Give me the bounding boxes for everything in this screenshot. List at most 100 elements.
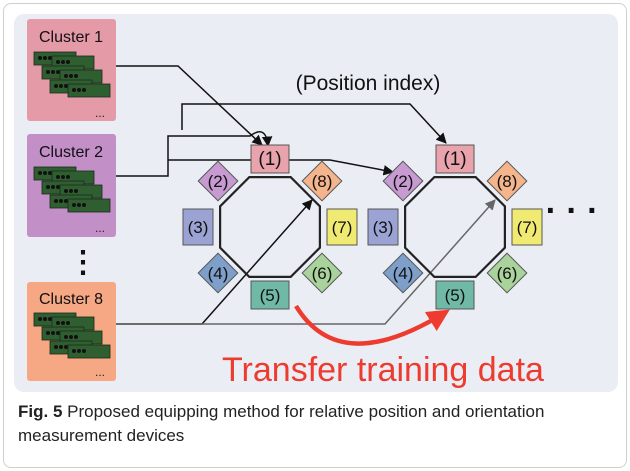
board-component-icon [38, 317, 42, 321]
position-marker-7 [511, 208, 543, 246]
position-label-4: (4) [208, 264, 229, 283]
arrow-cluster1-to-ring-a [116, 65, 263, 146]
ring-a: (1)(2)(3)(4)(5)(6)(7)(8) [182, 144, 358, 310]
octagon-ring [404, 176, 506, 278]
board-component-icon [69, 74, 73, 78]
board-component-icon [61, 60, 65, 64]
cluster-gap-dots: ⋮ [68, 246, 98, 279]
board-component-icon [48, 56, 52, 60]
cluster-8-more: ... [95, 365, 105, 379]
board-component-icon [48, 171, 52, 175]
board-component-icon [64, 189, 68, 193]
position-label-7: (7) [517, 218, 538, 237]
board-component-icon [43, 171, 47, 175]
cluster-8-box: Cluster 8 ... [27, 282, 116, 381]
position-marker-2 [382, 160, 424, 202]
position-label-8: (8) [312, 172, 333, 191]
cluster-arrows [116, 65, 447, 325]
position-label-7: (7) [332, 218, 353, 237]
position-marker-1 [250, 144, 290, 174]
board-component-icon [72, 349, 76, 353]
circuit-board-icon [67, 344, 111, 359]
arrow-cluster8-to-ring-b [116, 199, 496, 325]
board-component-icon [72, 88, 76, 92]
board-component-icon [56, 60, 60, 64]
position-marker-8 [486, 160, 528, 202]
board-component-icon [56, 321, 60, 325]
board-component-icon [56, 70, 60, 74]
board-component-icon [56, 175, 60, 179]
board-component-icon [43, 317, 47, 321]
board-component-icon [64, 84, 68, 88]
board-component-icon [46, 185, 50, 189]
position-label-3: (3) [373, 218, 394, 237]
board-component-icon [82, 349, 86, 353]
board-component-icon [54, 84, 58, 88]
cluster-2-more: ... [95, 221, 105, 235]
arrow-position-index-to-ring-b [181, 103, 447, 144]
board-component-icon [77, 349, 81, 353]
board-component-icon [38, 56, 42, 60]
position-marker-5 [435, 280, 475, 310]
circuit-board-icon [67, 83, 111, 98]
cluster-8-boards-icon [33, 312, 111, 359]
cluster-1-box: Cluster 1 ... [27, 19, 116, 121]
position-label-2: (2) [208, 172, 229, 191]
position-label-6: (6) [497, 264, 518, 283]
board-component-icon [48, 317, 52, 321]
position-marker-3 [182, 208, 214, 246]
board-component-icon [74, 189, 78, 193]
octagon-ring [219, 176, 321, 278]
board-component-icon [82, 203, 86, 207]
board-component-icon [59, 345, 63, 349]
transfer-training-data-label: Transfer training data [222, 351, 544, 389]
board-component-icon [74, 74, 78, 78]
position-label-8: (8) [497, 172, 518, 191]
board-component-icon [59, 199, 63, 203]
cluster-1-label: Cluster 1 [39, 29, 103, 46]
board-component-icon [54, 199, 58, 203]
position-marker-8 [301, 160, 343, 202]
arrow-cluster2-to-ring-b [168, 159, 395, 176]
cluster-1-boards-icon [33, 51, 111, 98]
position-label-1: (1) [443, 149, 466, 170]
board-component-icon [64, 199, 68, 203]
board-component-icon [56, 331, 60, 335]
board-component-icon [51, 331, 55, 335]
board-component-icon [74, 335, 78, 339]
position-marker-7 [326, 208, 358, 246]
position-label-1: (1) [258, 149, 281, 170]
caption-text: Proposed equipping method for relative p… [18, 402, 545, 445]
board-component-icon [38, 171, 42, 175]
position-marker-6 [486, 252, 528, 294]
ring-b: (1)(2)(3)(4)(5)(6)(7)(8) [367, 144, 543, 310]
board-component-icon [66, 175, 70, 179]
board-component-icon [51, 70, 55, 74]
position-index-label: (Position index) [296, 72, 441, 95]
board-component-icon [54, 345, 58, 349]
position-label-2: (2) [393, 172, 414, 191]
board-component-icon [51, 185, 55, 189]
board-component-icon [64, 335, 68, 339]
board-component-icon [66, 321, 70, 325]
board-component-icon [69, 335, 73, 339]
board-component-icon [64, 345, 68, 349]
board-component-icon [82, 88, 86, 92]
cluster-1-more: ... [95, 106, 105, 120]
board-component-icon [61, 175, 65, 179]
board-component-icon [61, 321, 65, 325]
board-component-icon [56, 185, 60, 189]
board-component-icon [69, 189, 73, 193]
transfer-arrow [294, 304, 450, 346]
more-rings-ellipsis: · · · [546, 192, 599, 230]
position-marker-3 [367, 208, 399, 246]
board-component-icon [59, 84, 63, 88]
position-marker-5 [250, 280, 290, 310]
position-marker-1 [435, 144, 475, 174]
cluster-2-label: Cluster 2 [39, 144, 103, 161]
board-component-icon [77, 203, 81, 207]
arrow-cluster2-to-ring-a [116, 131, 273, 177]
position-label-5: (5) [260, 286, 281, 305]
board-component-icon [66, 60, 70, 64]
